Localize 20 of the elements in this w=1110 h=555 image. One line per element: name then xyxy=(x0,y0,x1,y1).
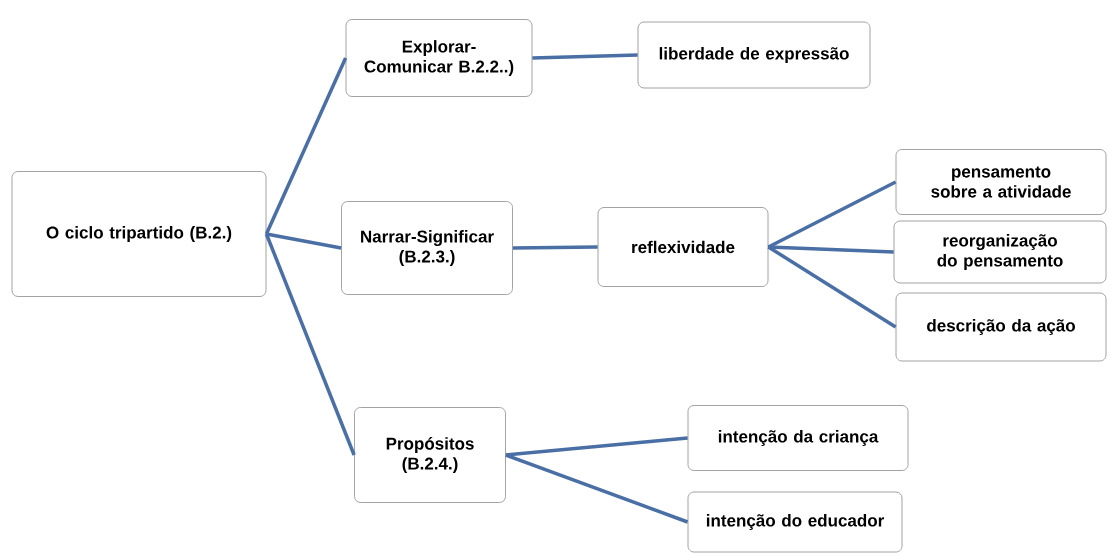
process-box: liberdade de expressão xyxy=(637,21,871,89)
process-box: pensamento sobre a atividade xyxy=(895,149,1107,215)
connector-line xyxy=(768,245,894,254)
process-box: descrição da ação xyxy=(895,292,1107,362)
process-box: O ciclo tripartido (B.2.) xyxy=(11,171,267,297)
process-box: reorganização do pensamento xyxy=(893,220,1107,284)
connector-line xyxy=(266,232,342,250)
process-box: Propósitos (B.2.4.) xyxy=(354,407,506,503)
connector-line xyxy=(264,233,356,456)
connector-line xyxy=(505,453,689,524)
process-box: Explorar-Comunicar B.2.2..) xyxy=(345,19,533,97)
connector-line xyxy=(532,53,638,60)
connector-line xyxy=(767,245,897,329)
process-box: reflexividade xyxy=(597,207,769,287)
process-box: intenção do educador xyxy=(687,491,903,553)
process-box: Narrar-Significar (B.2.3.) xyxy=(341,201,513,295)
connector-line xyxy=(264,57,348,235)
connector-line xyxy=(505,436,688,457)
connector-line xyxy=(512,245,598,250)
process-box: intenção da criança xyxy=(687,405,909,471)
